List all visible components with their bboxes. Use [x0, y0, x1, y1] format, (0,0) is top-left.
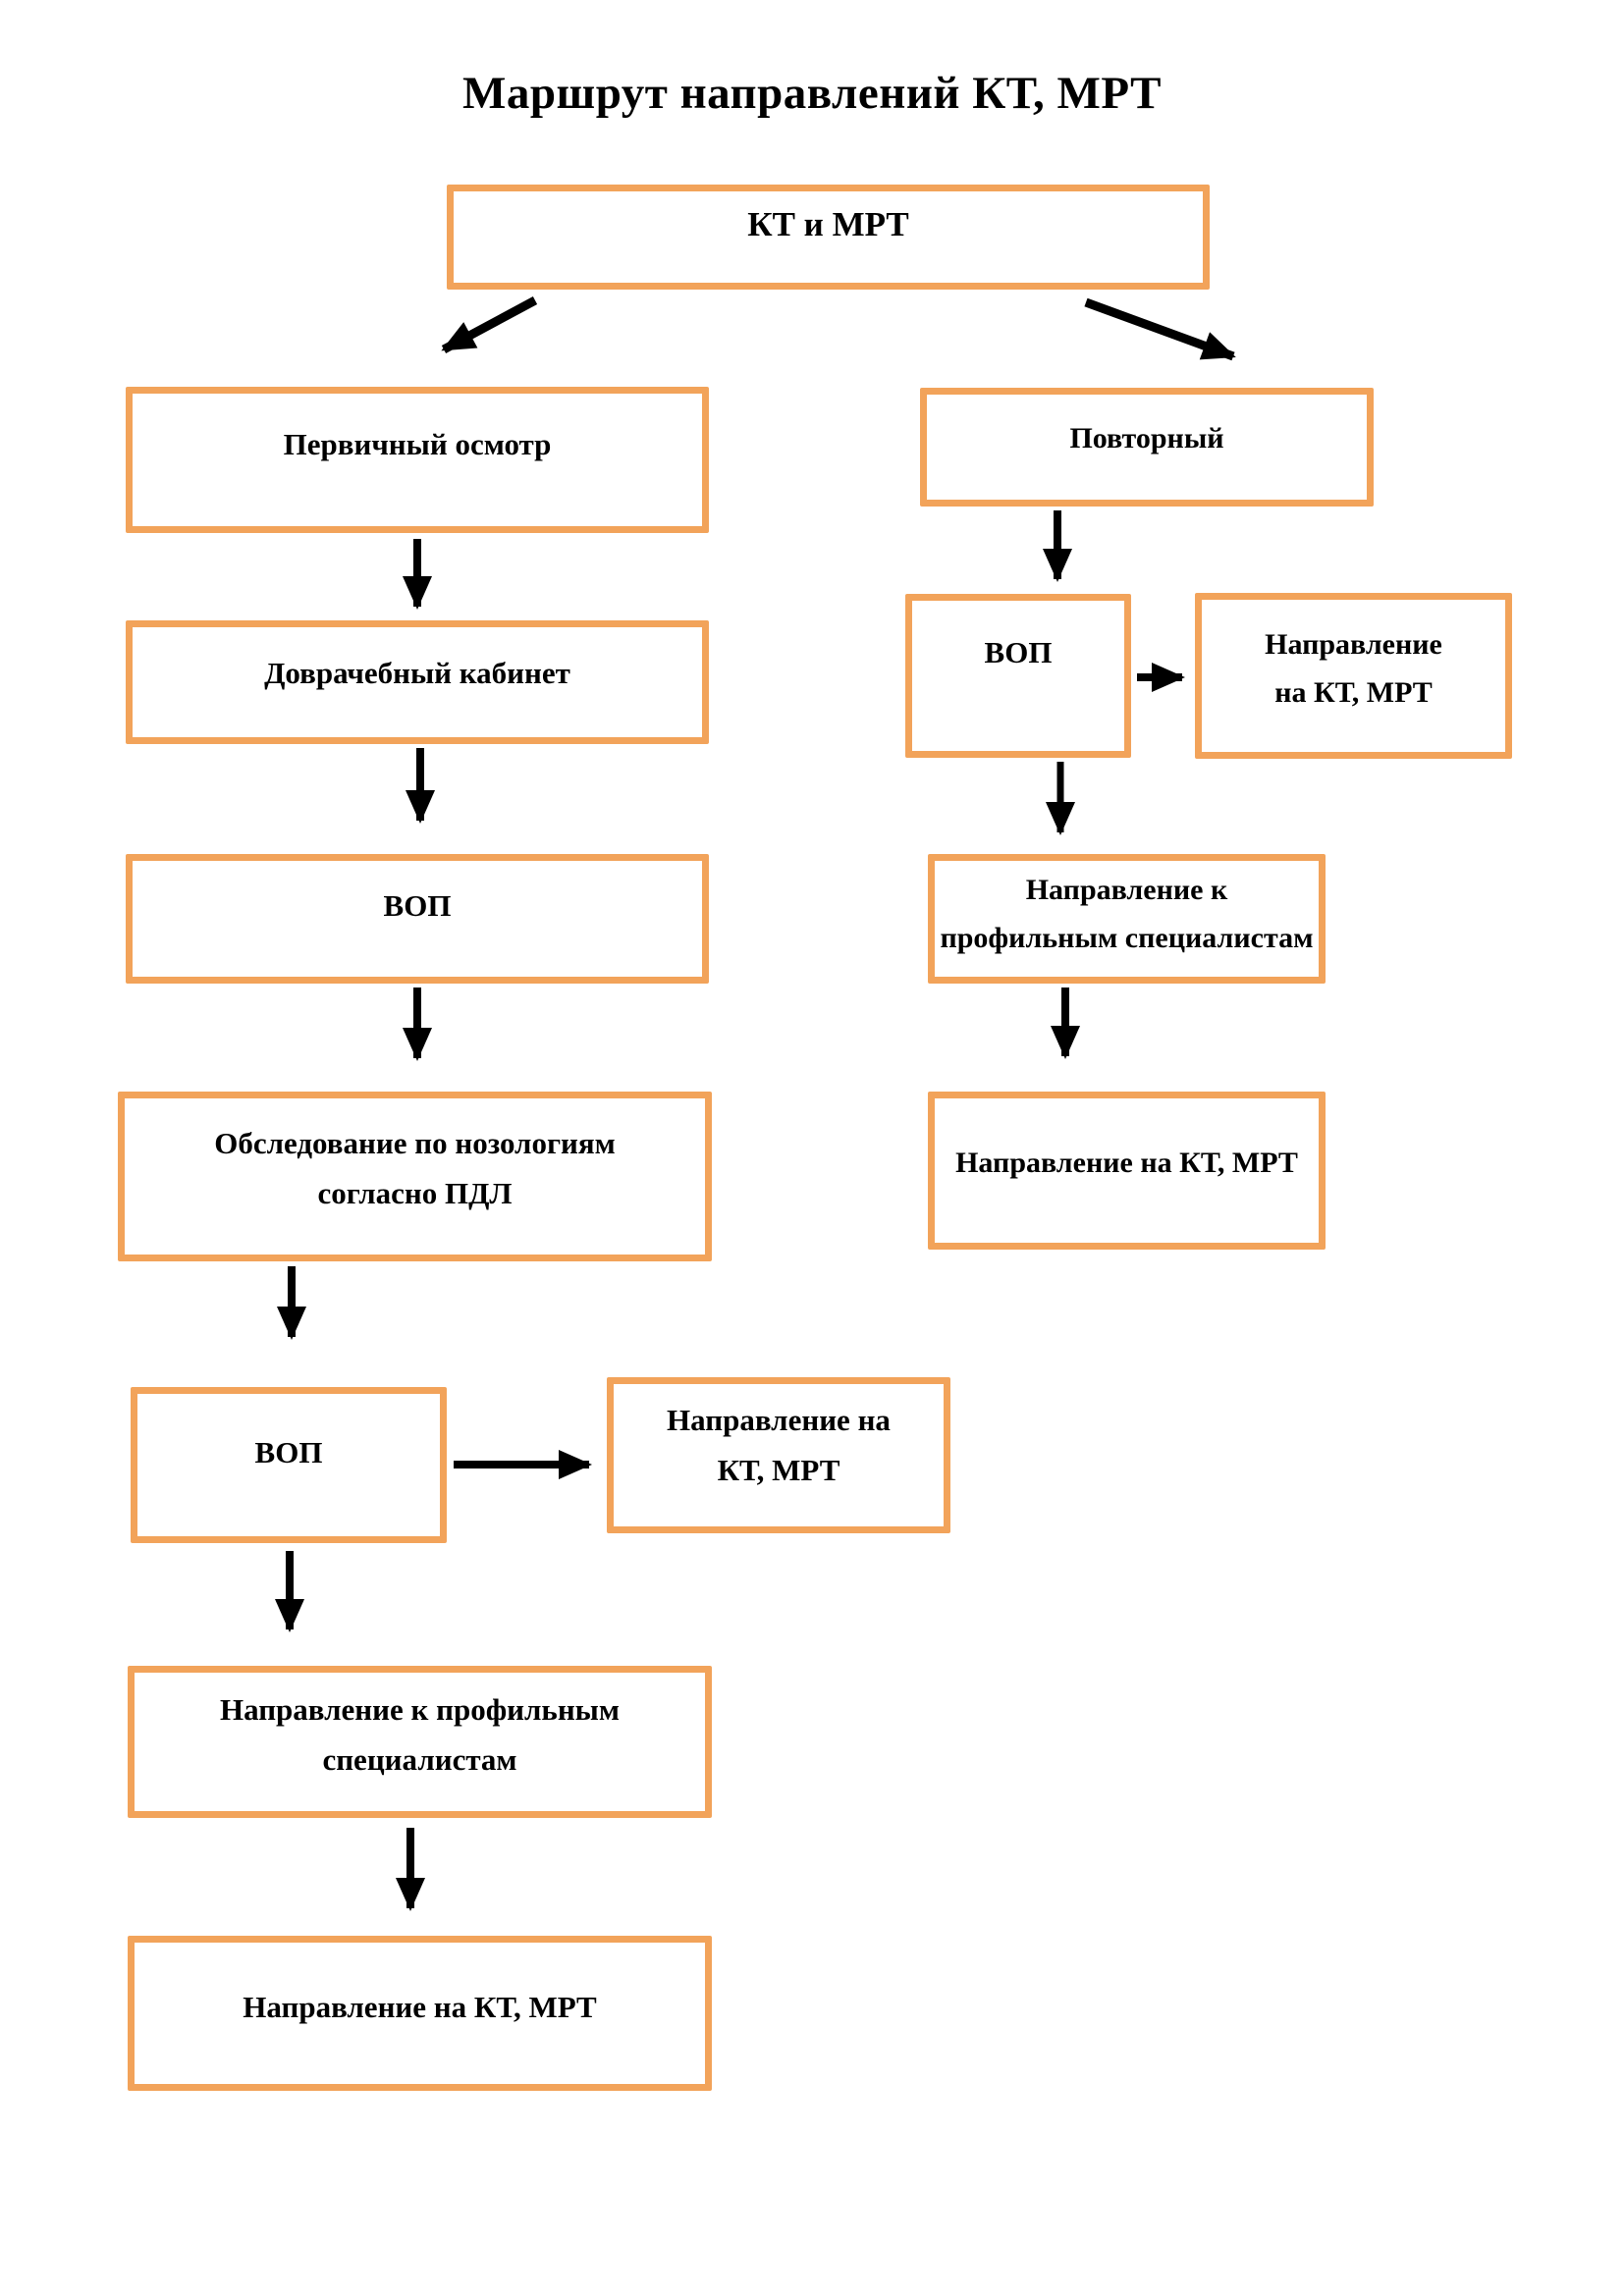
- node-vop-right: ВОП: [905, 594, 1131, 758]
- node-referral-kt-mrt-left-side: Направление на КТ, МРТ: [607, 1377, 950, 1533]
- node-vop-left-1: ВОП: [126, 854, 709, 984]
- page-title: Маршрут направлений КТ, МРТ: [462, 68, 1162, 119]
- node-referral-kt-mrt-left-final: Направление на КТ, МРТ: [128, 1936, 712, 2091]
- node-root-kt-mrt: КТ и МРТ: [447, 185, 1210, 290]
- node-primary-exam: Первичный осмотр: [126, 387, 709, 533]
- node-repeat-visit: Повторный: [920, 388, 1374, 507]
- node-vop-left-2: ВОП: [131, 1387, 447, 1543]
- node-referral-kt-mrt-right-side: Направление на КТ, МРТ: [1195, 593, 1512, 759]
- node-referral-kt-mrt-right-final: Направление на КТ, МРТ: [928, 1092, 1326, 1250]
- arrow-root-to-repeat: [1084, 297, 1236, 361]
- node-nosology-exam: Обследование по нозологиям согласно ПДЛ: [118, 1092, 712, 1261]
- node-specialists-right: Направление к профильным специалистам: [928, 854, 1326, 984]
- node-prenurse-cabinet: Доврачебный кабинет: [126, 620, 709, 744]
- arrow-root-to-primary: [441, 296, 538, 353]
- node-specialists-left: Направление к профильным специалистам: [128, 1666, 712, 1818]
